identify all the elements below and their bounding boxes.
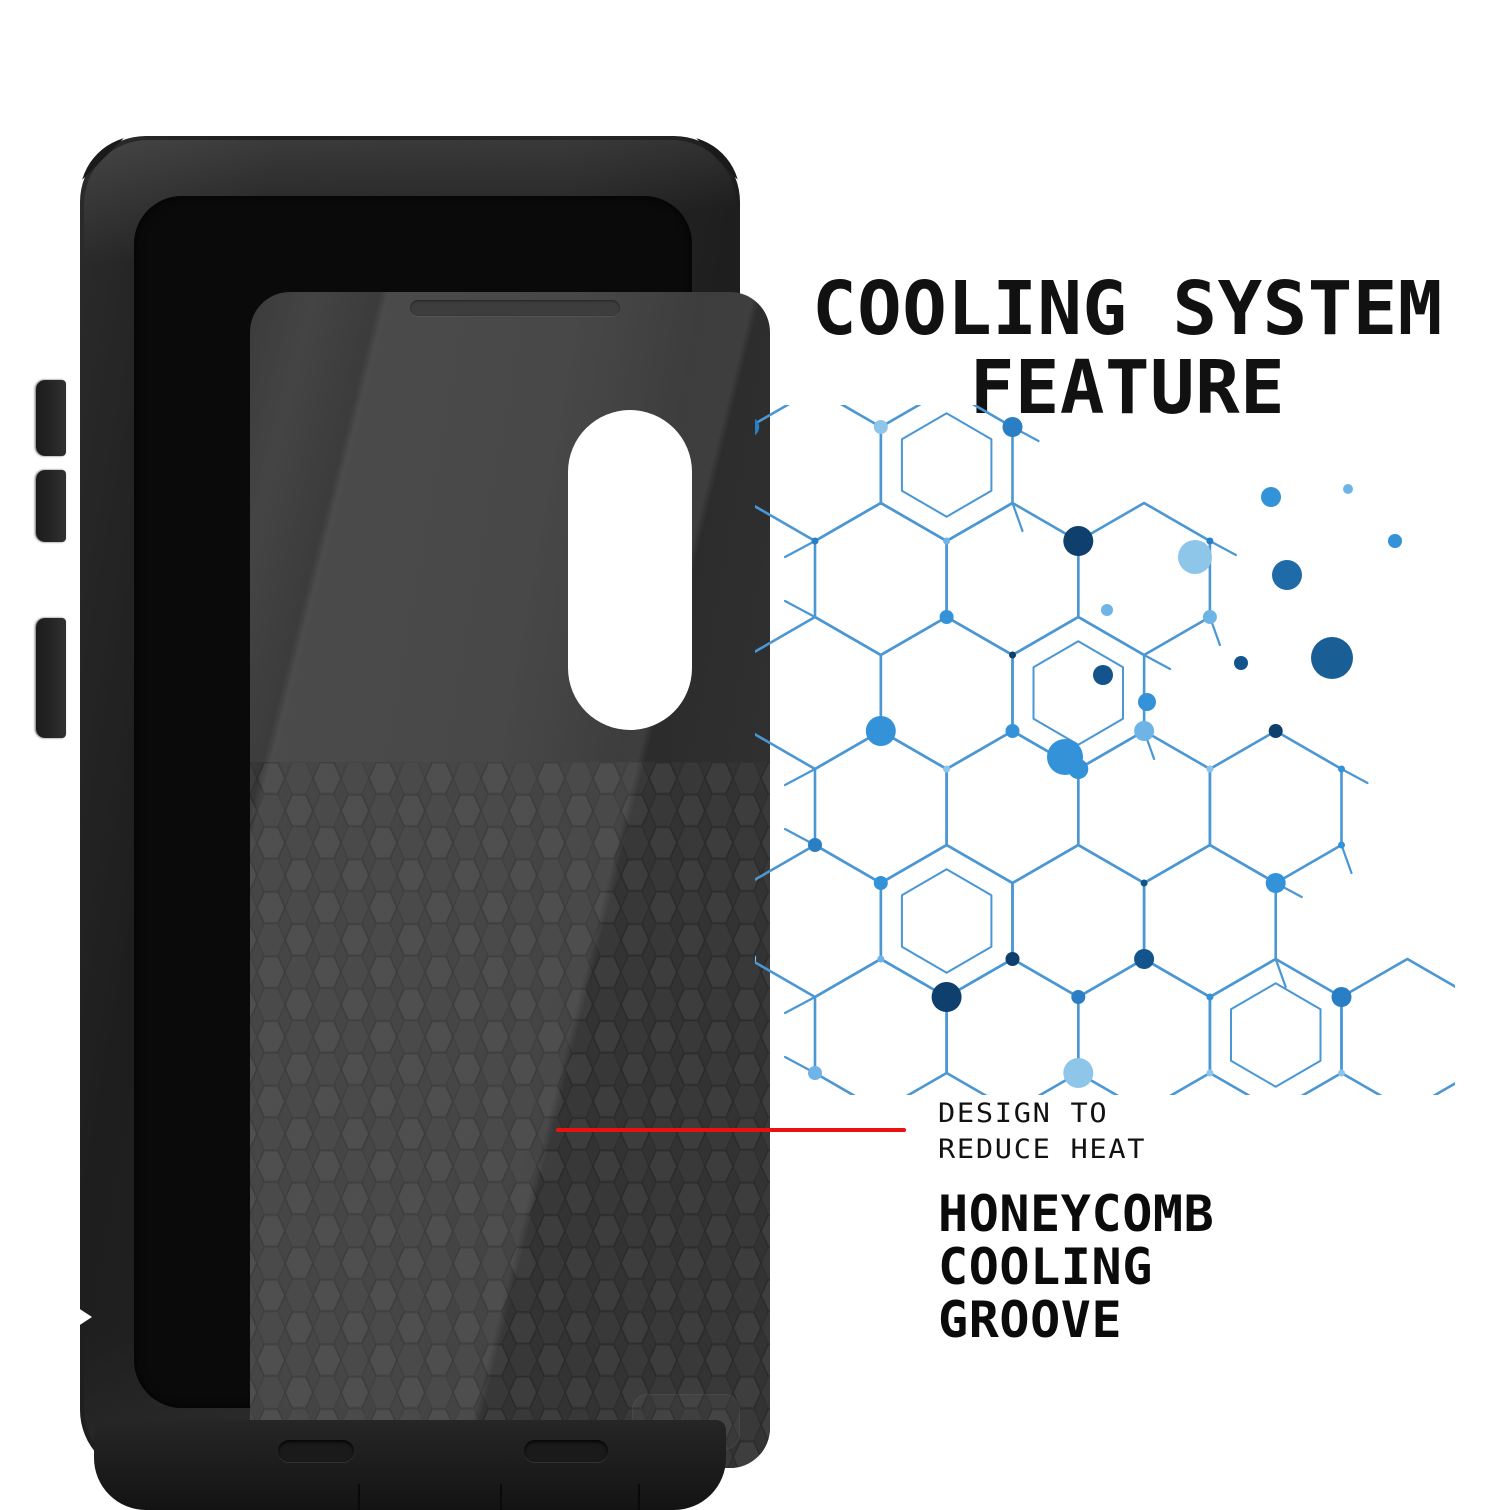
volume-up-button bbox=[36, 380, 66, 456]
case-backplate bbox=[250, 292, 770, 1468]
orientation-marker-icon bbox=[66, 1300, 92, 1334]
callout-subtitle-line-2: REDUCE HEAT bbox=[938, 1133, 1147, 1165]
headline-line-2: FEATURE bbox=[969, 344, 1286, 431]
earpiece-slot bbox=[410, 300, 620, 316]
chin-seam-left bbox=[358, 1484, 360, 1510]
camera-cutout bbox=[568, 410, 692, 730]
flash-cutout bbox=[568, 456, 654, 530]
volume-down-button bbox=[36, 470, 66, 542]
callout-title: HONEYCOMB COOLING GROOVE bbox=[938, 1188, 1458, 1347]
case-bottom-chin bbox=[94, 1420, 726, 1510]
chin-seam-mid bbox=[500, 1484, 502, 1510]
product-image-phone-case bbox=[36, 118, 770, 1510]
callout-pointer-line bbox=[556, 1128, 906, 1132]
page-title: COOLING SYSTEM FEATURE bbox=[755, 266, 1500, 431]
headline-line-1: COOLING SYSTEM bbox=[812, 266, 1443, 353]
scatter-dot-cluster bbox=[1047, 484, 1402, 775]
charging-port-cutout bbox=[524, 1440, 608, 1462]
case-inner-bezel bbox=[134, 196, 770, 1468]
callout-subtitle-line-1: DESIGN TO bbox=[938, 1098, 1109, 1129]
callout-title-line-1: HONEYCOMB bbox=[938, 1185, 1215, 1243]
honeycomb-groove-texture bbox=[250, 762, 770, 1468]
honeycomb-network-illustration bbox=[755, 405, 1455, 1095]
chin-seam-right bbox=[638, 1484, 640, 1510]
power-button bbox=[36, 618, 66, 738]
callout-title-line-2: COOLING bbox=[938, 1238, 1153, 1296]
callout-subtitle: DESIGN TO REDUCE HEAT bbox=[938, 1096, 1458, 1167]
speaker-port-cutout bbox=[278, 1440, 354, 1462]
callout-title-line-3: GROOVE bbox=[938, 1291, 1123, 1349]
